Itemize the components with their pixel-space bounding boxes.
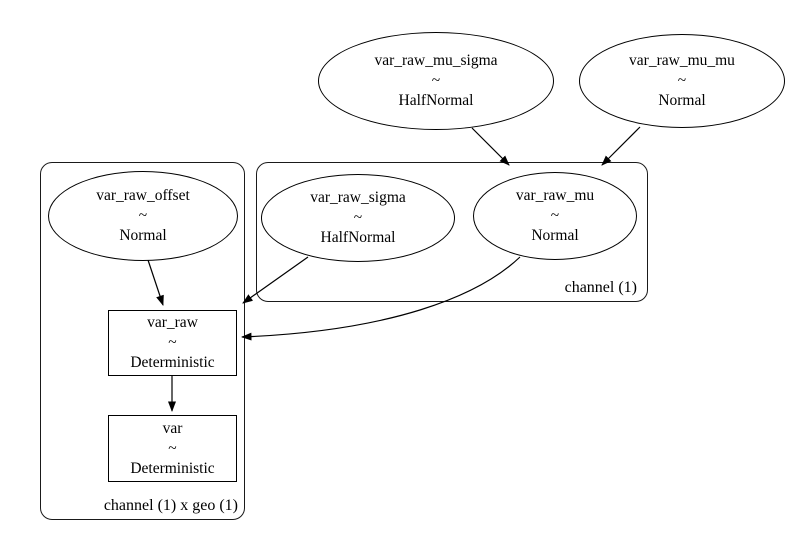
node-var-raw-dist: Deterministic bbox=[130, 354, 215, 371]
node-var-raw-mu-mu: var_raw_mu_mu ~ Normal bbox=[579, 34, 785, 128]
node-var-raw: var_raw ~ Deterministic bbox=[108, 310, 237, 376]
node-var-raw-offset: var_raw_offset ~ Normal bbox=[48, 171, 238, 261]
node-var-raw-mu-mu-tilde: ~ bbox=[677, 72, 687, 89]
node-var-raw-tilde: ~ bbox=[168, 334, 177, 351]
node-var-raw-mu-sigma-tilde: ~ bbox=[431, 72, 441, 89]
node-var-name: var bbox=[162, 419, 183, 437]
node-var-raw-mu-sigma: var_raw_mu_sigma ~ HalfNormal bbox=[318, 32, 554, 130]
node-var-raw-sigma-name: var_raw_sigma bbox=[310, 189, 406, 206]
node-var-tilde: ~ bbox=[168, 439, 177, 457]
edge-var-raw-mu-sigma-to-var-raw-mu bbox=[471, 127, 510, 166]
node-var-raw-name: var_raw bbox=[147, 314, 198, 331]
node-var-raw-mu-name: var_raw_mu bbox=[515, 187, 595, 204]
node-var-dist: Deterministic bbox=[130, 459, 215, 477]
node-var-raw-offset-name: var_raw_offset bbox=[96, 187, 190, 204]
node-var: var ~ Deterministic bbox=[108, 415, 237, 482]
node-var-raw-offset-dist: Normal bbox=[119, 227, 167, 244]
node-var-raw-offset-tilde: ~ bbox=[138, 207, 148, 224]
node-var-raw-mu-sigma-dist: HalfNormal bbox=[398, 92, 474, 109]
edge-var-raw-offset-to-var-raw bbox=[147, 259, 164, 306]
cluster-channel-geo: channel (1) x geo (1) bbox=[40, 162, 245, 520]
cluster-channel: channel (1) bbox=[256, 162, 648, 302]
node-var-raw-mu-sigma-name: var_raw_mu_sigma bbox=[374, 52, 498, 69]
node-var-raw-mu-mu-dist: Normal bbox=[658, 92, 706, 109]
edge-var-raw-sigma-to-var-raw bbox=[242, 256, 309, 304]
cluster-channel-label: channel (1) bbox=[564, 279, 637, 296]
node-var-raw-mu: var_raw_mu ~ Normal bbox=[473, 172, 637, 260]
node-var-raw-sigma-tilde: ~ bbox=[353, 209, 363, 226]
node-var-raw-sigma: var_raw_sigma ~ HalfNormal bbox=[261, 174, 455, 262]
node-var-raw-mu-dist: Normal bbox=[531, 227, 579, 244]
node-var-raw-sigma-dist: HalfNormal bbox=[320, 229, 396, 246]
edge-var-raw-mu-mu-to-var-raw-mu bbox=[601, 126, 641, 166]
edge-var-raw-mu-to-var-raw bbox=[241, 256, 521, 341]
cluster-channel-geo-label: channel (1) x geo (1) bbox=[103, 497, 238, 514]
node-var-raw-mu-mu-name: var_raw_mu_mu bbox=[629, 52, 735, 69]
node-var-raw-mu-tilde: ~ bbox=[550, 207, 560, 224]
